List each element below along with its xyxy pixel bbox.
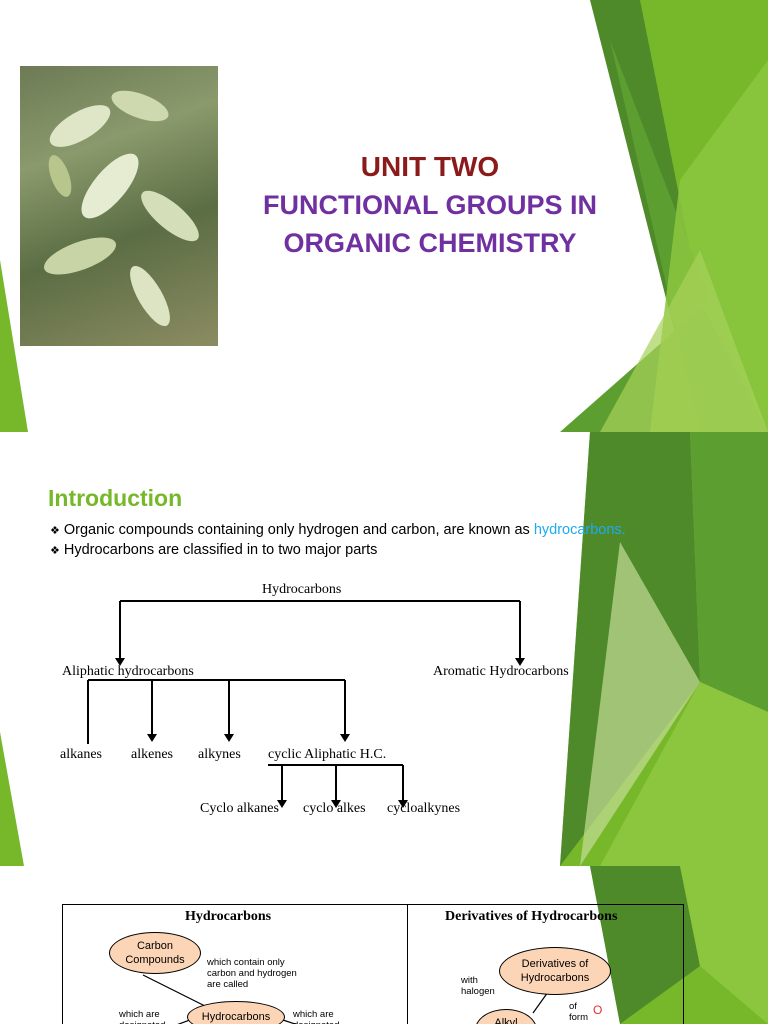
col-header-derivatives: Derivatives of Hydrocarbons [445,909,618,924]
label-which-are-right: which are designated [293,1009,339,1024]
diamond-bullet-icon: ❖ [50,525,60,537]
tree-cycloalkanes: Cyclo alkanes [200,801,279,816]
hydrocarbons-highlight: hydrocarbons. [533,522,626,538]
node-hydrocarbons: Hydrocarbons [187,1001,285,1024]
slide-title: UNIT TWO FUNCTIONAL GROUPS IN ORGANIC CH… [0,0,768,432]
tree-cycloalkes: cyclo alkes [303,801,366,816]
slide-hydrocarbon-table: Hydrocarbons Derivatives of Hydrocarbons… [0,866,768,1024]
slide-introduction: Introduction ❖Organic compounds containi… [0,432,768,866]
label-which-are-left: which are designated [119,1009,165,1024]
classification-tree: Hydrocarbons Aliphatic hydrocarbons Arom… [60,582,569,816]
green-decoration-right [560,0,768,432]
node-derivatives: Derivatives of Hydrocarbons [499,947,611,995]
tree-alkynes: alkynes [198,747,241,762]
label-which-contain: which contain only carbon and hydrogen a… [207,957,297,990]
node-carbon-compounds: Carbon Compounds [109,932,201,974]
tree-aliphatic: Aliphatic hydrocarbons [62,664,194,679]
label-with-halogen: with halogen [461,975,495,997]
topic-title-line2: ORGANIC CHEMISTRY [283,228,577,258]
topic-title-line1: FUNCTIONAL GROUPS IN [262,190,597,220]
unit-title: UNIT TWO [360,151,500,182]
plant-photo [20,66,218,346]
bullet-1: ❖Organic compounds containing only hydro… [50,522,626,538]
tree-aromatic: Aromatic Hydrocarbons [433,664,569,679]
bullet-1-text: Organic compounds containing only hydrog… [63,522,534,538]
bullet-2: ❖Hydrocarbons are classified in to two m… [50,542,377,558]
tree-alkanes: alkanes [60,747,102,762]
title-block: UNIT TWO FUNCTIONAL GROUPS IN ORGANIC CH… [200,148,660,262]
tree-alkenes: alkenes [131,747,173,762]
green-decoration-left [0,732,24,866]
oxygen-symbol: O [593,1003,603,1017]
diamond-bullet-icon: ❖ [50,545,60,557]
label-of-form: of form [569,1001,588,1023]
tree-cycloalkynes: cycloalkynes [387,801,460,816]
tree-cyclic: cyclic Aliphatic H.C. [268,747,386,762]
col-header-hydrocarbons: Hydrocarbons [185,909,272,924]
green-decoration-right [590,866,768,1024]
section-heading: Introduction [48,485,183,511]
comparison-table: Hydrocarbons Derivatives of Hydrocarbons… [62,904,684,1024]
green-decoration-right [560,432,768,866]
green-decoration-left [0,260,28,432]
tree-root: Hydrocarbons [262,582,341,597]
bullet-2-text: Hydrocarbons are classified in to two ma… [63,542,378,558]
